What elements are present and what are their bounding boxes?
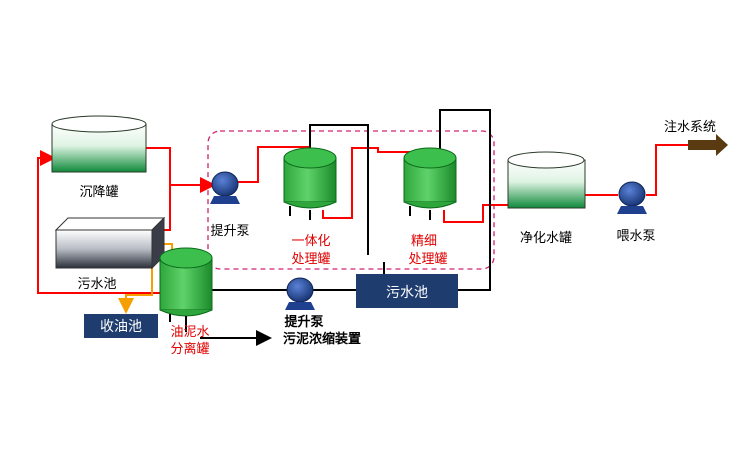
fine-tank-label-line2: 处理罐: [408, 252, 447, 267]
sludge-pipes: [200, 109, 491, 346]
fine-tank-label-line1: 精细: [411, 234, 437, 249]
output-arrow-icon: [688, 134, 728, 156]
sludge-device-label: 污泥浓缩装置: [283, 331, 361, 347]
clean-water-tank: [507, 151, 586, 209]
settling-tank: [51, 115, 147, 173]
pump-icon: [618, 181, 646, 207]
sewage-pool-center-label: 污水池: [386, 285, 428, 301]
lift-pump-bottom-label: 提升泵: [284, 314, 323, 330]
clean-water-tank-label: 净化水罐: [520, 231, 572, 246]
fine-tank: [403, 147, 457, 220]
feed-pump: [617, 181, 647, 214]
lift-pump-top-label: 提升泵: [210, 223, 249, 239]
sewage-pool-center: 污水池: [356, 274, 458, 308]
oil-pipe: [118, 243, 173, 314]
oil-collection-pool-label: 收油池: [100, 319, 142, 335]
pump-icon: [211, 171, 239, 197]
sewage-pool-left-label: 污水池: [77, 277, 116, 292]
integrated-tank-label-line2: 处理罐: [291, 252, 330, 267]
separation-tank-label-line2: 分离罐: [170, 341, 209, 357]
treatment-zone-frame: [207, 130, 495, 270]
settling-tank-label: 沉降罐: [79, 185, 118, 200]
integrated-tank-label-line1: 一体化: [291, 234, 330, 249]
lift-pump-bottom: [285, 277, 315, 310]
separation-tank-label-line1: 油泥水: [170, 325, 209, 340]
feed-pump-label: 喂水泵: [616, 229, 655, 244]
oil-collection-pool: 收油池: [84, 314, 158, 338]
lift-pump-top: [210, 171, 240, 204]
integrated-tank: [283, 147, 337, 220]
pump-icon: [286, 277, 314, 303]
separation-tank: [159, 247, 213, 332]
sewage-pool-box: [54, 216, 166, 270]
injection-system-label: 注水系统: [664, 120, 716, 135]
tank-icon: [55, 229, 153, 269]
